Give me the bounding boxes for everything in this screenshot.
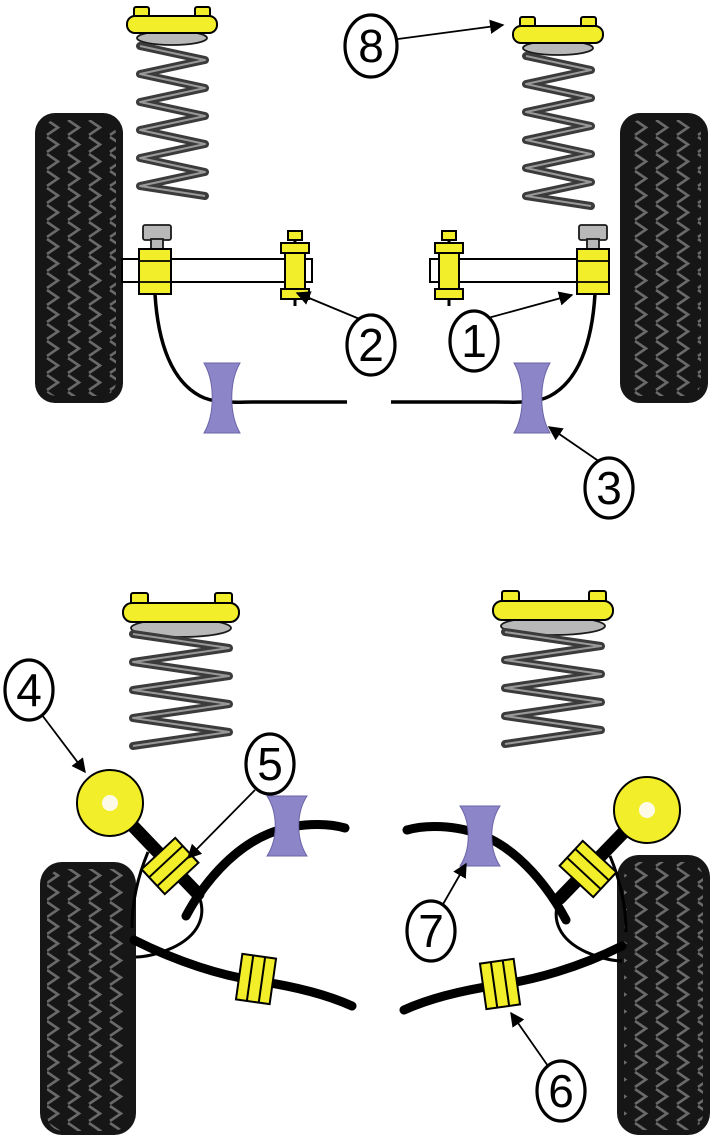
callout-5: 5 [186,732,296,860]
callout-3-number: 3 [596,462,622,514]
front-left-tire [35,113,123,403]
callout-4: 4 [3,658,86,774]
tire-tread-pattern [42,120,116,396]
rear-anti-roll-bar-left [181,819,350,921]
callout-1-arrow [487,291,574,319]
callout-3-circle [583,456,635,520]
callout-6-circle [535,1059,587,1123]
front-left-track-rod [121,224,313,306]
callout-8-circle [343,13,399,79]
front-axle-diagram: 8 2 1 3 [35,6,708,520]
tire-tread-pattern [624,862,703,1130]
rear-left-linkage [76,769,357,1011]
rear-right-tire [617,855,710,1135]
callout-2: 2 [295,291,397,377]
inner-bushing-body [284,252,306,290]
spring-top-mount [512,25,604,44]
callout-7: 7 [405,862,467,963]
callout-6-arrow [510,1011,549,1067]
callout-7-arrow [441,862,467,907]
rear-left-spring [122,592,240,750]
callout-6: 6 [510,1011,587,1123]
callout-8-number: 8 [358,20,384,72]
callout-6-number: 6 [548,1065,574,1117]
callout-5-circle [244,732,296,796]
callout-2-circle [345,313,397,377]
callout-4-arrow [41,714,86,774]
rear-anti-roll-bar-bushing-right [459,805,501,867]
callout-1-number: 1 [461,315,487,367]
front-anti-roll-bar-bushing-left [203,362,241,434]
rear-left-tire [40,862,136,1135]
rear-axle-diagram: 4 5 7 6 [3,590,710,1135]
mount-center-hole [639,802,655,818]
front-track-rod-inner-bushing-left [280,242,310,254]
inner-bushing-bolt-head [287,230,303,241]
front-track-rod-outer-bushing-left [138,248,172,295]
callout-5-number: 5 [257,738,283,790]
callout-3-arrow [547,426,601,463]
track-rod-bolt-head [578,224,608,241]
front-left-spring [126,6,218,200]
callout-7-circle [405,899,457,963]
front-track-rod-outer-bushing-right [576,248,610,295]
callout-8-arrow [397,19,505,40]
callout-2-arrow [295,291,363,321]
inner-bushing-flange [434,288,464,300]
callout-3: 3 [547,426,635,520]
mount-center-hole [102,795,118,811]
callout-4-circle [3,658,55,722]
front-right-spring [512,16,604,210]
rear-right-spring [492,590,614,748]
front-right-tire [620,113,708,403]
rear-lower-arm-bushing-right [478,957,522,1011]
callout-1: 1 [448,291,574,373]
callout-2-number: 2 [358,319,384,371]
spring-top-mount [122,602,240,623]
rear-right-linkage [399,776,681,1015]
tire-tread-pattern [47,869,129,1131]
front-track-rod-inner-bushing-right [434,242,464,254]
spring-top-mount [492,600,614,621]
inner-bushing-body [438,252,460,290]
spring-top-mount [126,15,218,34]
track-rod-bolt-head [142,224,172,241]
callout-5-arrow [186,789,256,860]
front-anti-roll-bar [153,293,597,434]
inner-bushing-bolt-head [441,230,457,241]
callout-1-circle [448,309,500,373]
inner-bushing-flange [280,288,310,300]
callout-7-number: 7 [418,905,444,957]
rear-lower-arm-bushing-left [234,952,278,1006]
callout-8: 8 [343,13,505,79]
callout-4-number: 4 [16,664,42,716]
tire-tread-pattern [627,120,701,396]
rear-anti-roll-bar-bushing-left [266,795,308,857]
front-right-track-rod [429,224,610,306]
